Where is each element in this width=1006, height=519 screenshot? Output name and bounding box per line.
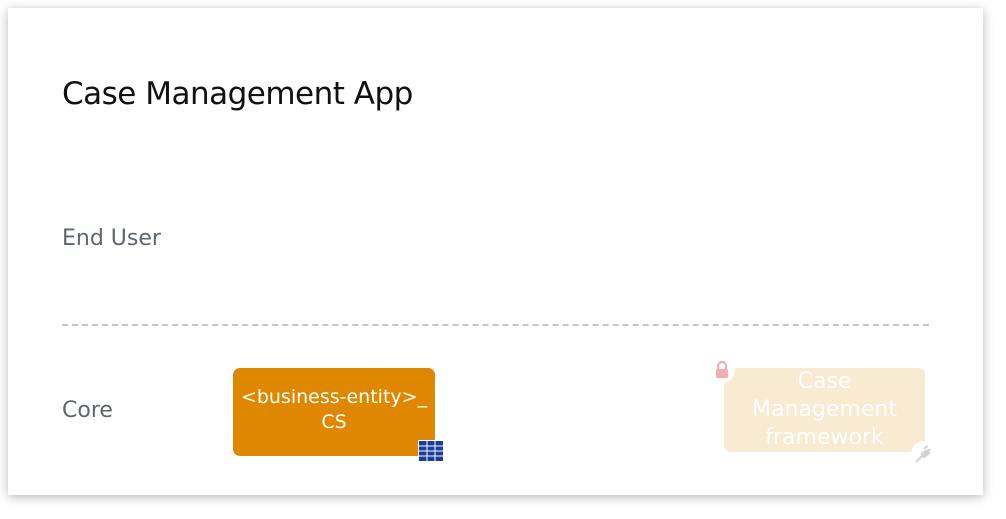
business-entity-line-1: <business-entity>_	[240, 386, 428, 408]
layer-divider	[62, 324, 929, 326]
table-icon	[418, 440, 444, 462]
framework-block-label: Case Management framework	[752, 368, 897, 452]
layer-label-core: Core	[62, 398, 113, 423]
business-entity-block[interactable]: <business-entity>_ CS	[233, 368, 435, 456]
case-management-framework-block[interactable]: Case Management framework	[724, 368, 925, 452]
framework-line-2: Management	[752, 397, 897, 422]
business-entity-block-label: <business-entity>_ CS	[241, 385, 427, 435]
framework-line-3: framework	[765, 425, 884, 450]
business-entity-line-2: CS	[321, 411, 347, 433]
diagram-title: Case Management App	[62, 76, 413, 112]
lock-icon	[709, 357, 735, 383]
layer-label-end-user: End User	[62, 226, 161, 251]
plug-icon	[911, 441, 937, 467]
diagram-canvas: Case Management App End User Core <busin…	[8, 8, 983, 495]
framework-line-1: Case	[797, 369, 852, 394]
